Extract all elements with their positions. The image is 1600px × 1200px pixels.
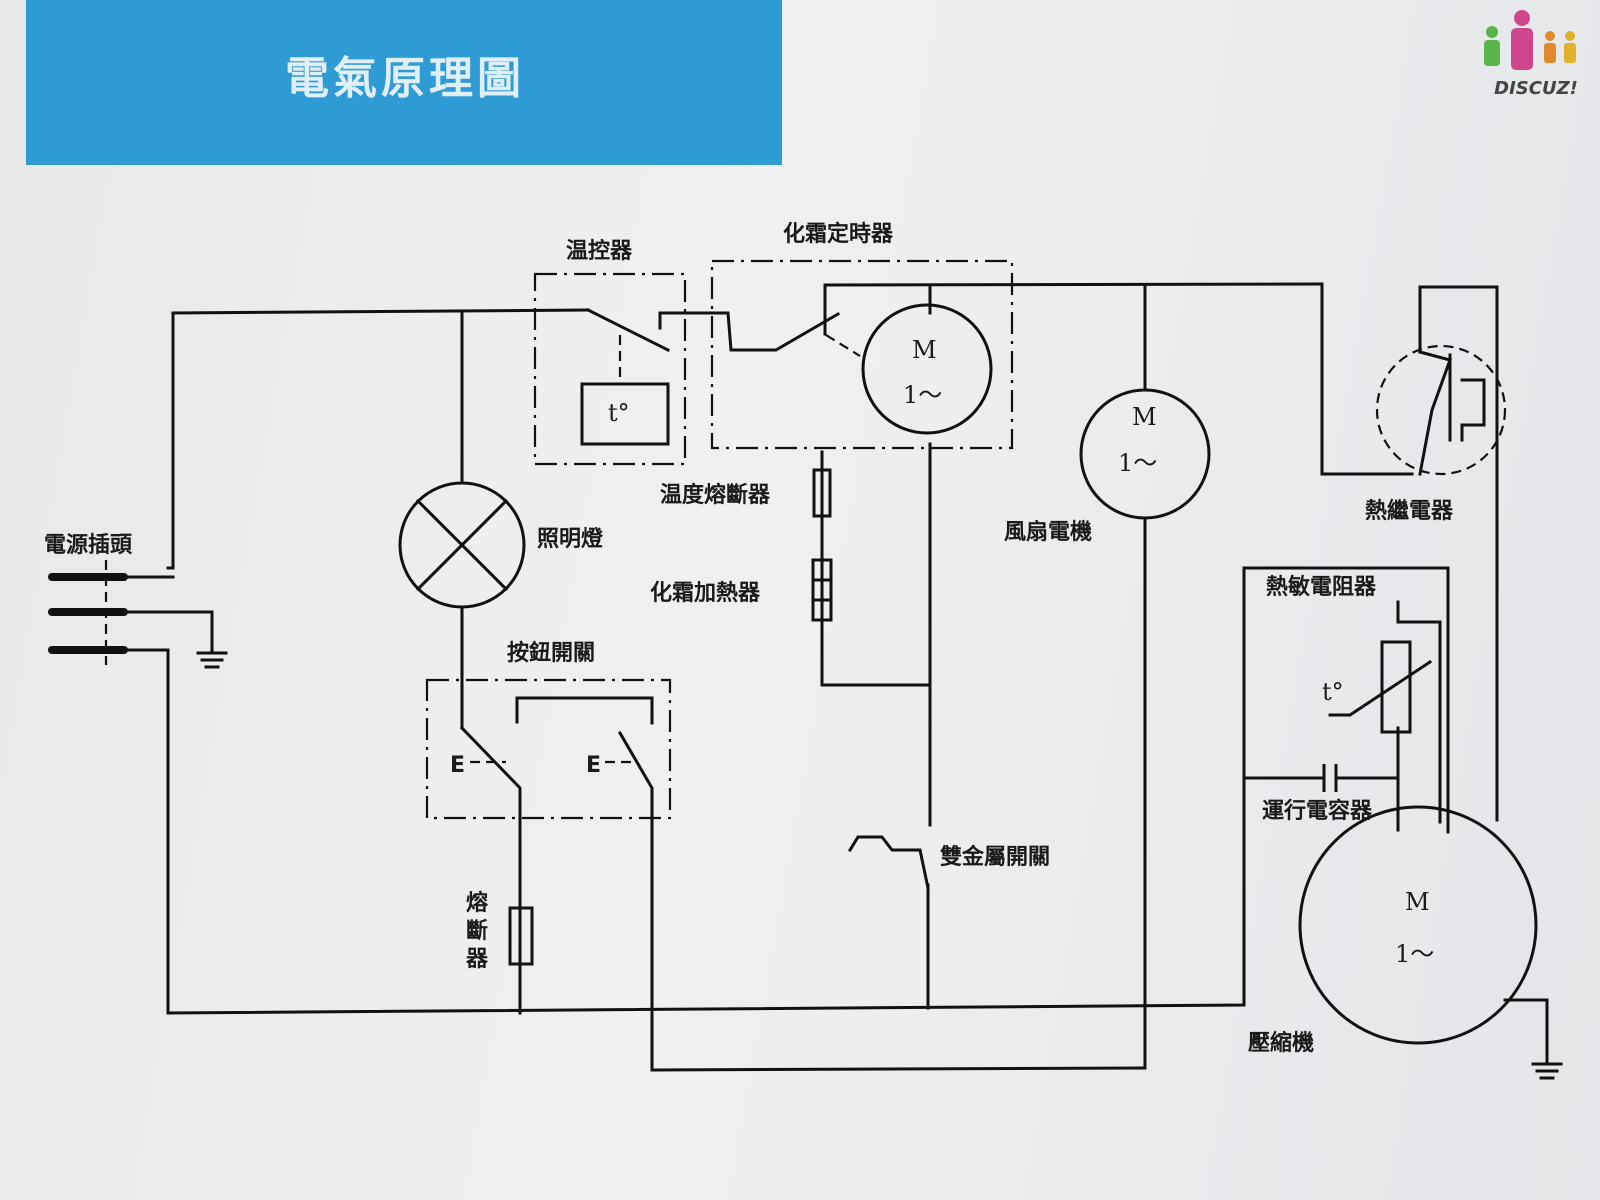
- compressor-m: M: [1405, 888, 1430, 916]
- thermistor-box: t°: [1322, 640, 1433, 734]
- label-thermistor: 熱敏電阻器: [1266, 574, 1377, 600]
- fuse-icon: [508, 906, 534, 966]
- label-defrost-timer: 化霜定時器: [783, 221, 894, 247]
- thermostat-box: t°: [533, 272, 687, 466]
- run-capacitor-icon: [1322, 764, 1338, 792]
- compressor-phase: 1～: [1395, 940, 1434, 968]
- label-fuse-3: 器: [465, 947, 489, 972]
- switch-e-2: E: [586, 753, 601, 778]
- thermal-relay-icon: [1375, 344, 1507, 476]
- thermistor-temp-symbol: t°: [1322, 678, 1344, 706]
- fan-motor-m: M: [1132, 403, 1157, 431]
- power-plug-icon: [48, 560, 175, 665]
- timer-motor-phase: 1～: [903, 381, 942, 409]
- label-fan-motor: 風扇電機: [1004, 519, 1092, 545]
- label-thermal-fuse: 温度熔斷器: [660, 482, 771, 508]
- timer-motor-m: M: [912, 336, 937, 364]
- title-banner: [26, 0, 782, 165]
- defrost-timer-box: M 1～: [710, 259, 1014, 450]
- compressor-motor-icon: M 1～: [1298, 805, 1538, 1045]
- label-power-plug: 電源插頭: [44, 533, 133, 558]
- defrost-heater-icon: [811, 558, 833, 622]
- temp-symbol: t°: [608, 399, 630, 427]
- ground-icon: [196, 651, 228, 669]
- ground-icon: [1531, 1062, 1563, 1080]
- fan-motor-icon: M 1～: [1079, 388, 1211, 520]
- label-bimetal-switch: 雙金屬開關: [940, 844, 1050, 870]
- thermal-fuse-icon: [812, 468, 832, 518]
- logo-text: DISCUZ!: [1494, 78, 1578, 99]
- label-push-switch: 按鈕開關: [507, 640, 595, 666]
- label-thermal-relay: 熱繼電器: [1365, 498, 1454, 524]
- wires: [166, 282, 1549, 1072]
- label-defrost-heater: 化霜加熱器: [650, 580, 761, 606]
- switch-e-1: E: [450, 753, 465, 778]
- label-fuse-2: 斷: [466, 918, 488, 944]
- label-run-capacitor: 運行電容器: [1262, 798, 1373, 824]
- discuz-logo: DISCUZ!: [1478, 6, 1594, 102]
- push-switch-box: E E: [425, 678, 672, 820]
- label-lamp: 照明燈: [537, 527, 604, 552]
- page-title: 電氣原理圖: [285, 53, 525, 104]
- fan-motor-phase: 1～: [1118, 449, 1157, 477]
- lamp-icon: [398, 481, 526, 609]
- label-compressor: 壓縮機: [1248, 1030, 1314, 1056]
- people-icon: [1484, 10, 1576, 70]
- label-fuse-1: 熔: [466, 890, 489, 916]
- label-thermostat: 温控器: [566, 238, 633, 264]
